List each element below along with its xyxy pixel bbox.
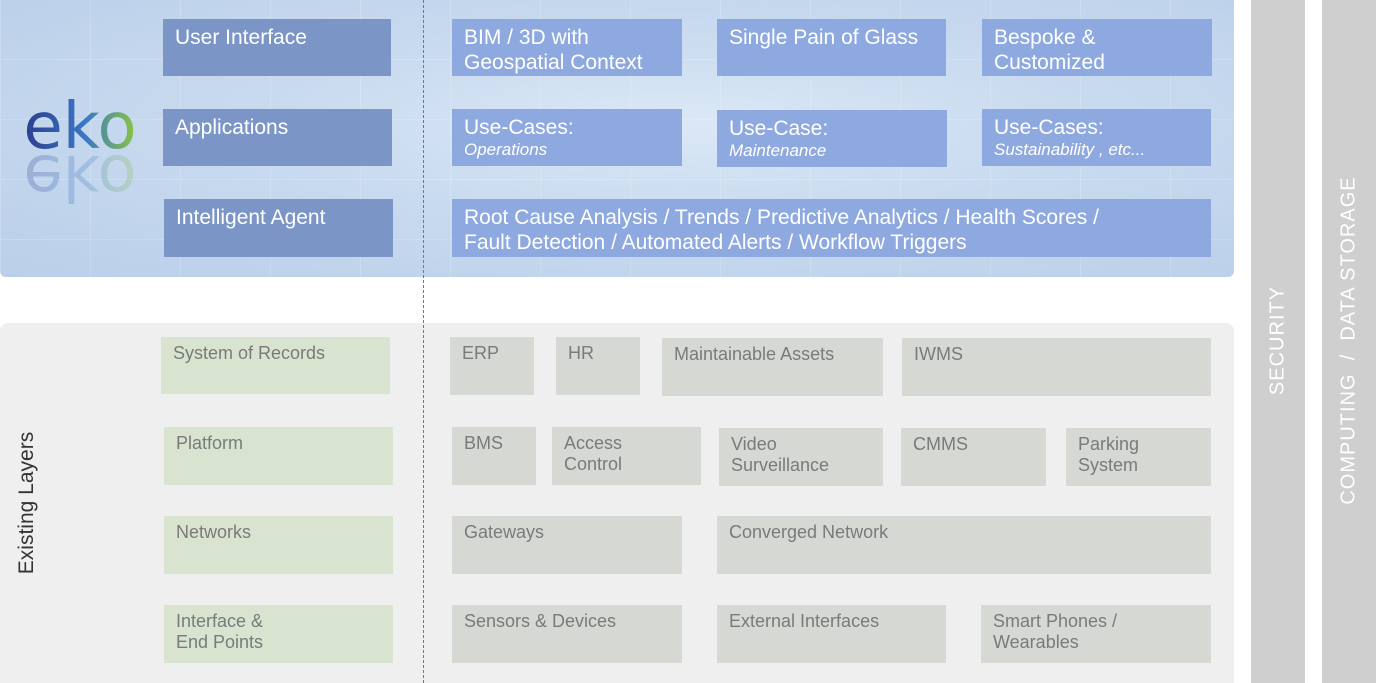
box-label: Platform [176,433,244,453]
maintainable-assets-box: Maintainable Assets [662,338,883,396]
box-line-2: Wearables [993,632,1079,652]
box-label: Maintainable Assets [674,344,835,364]
box-title: Use-Cases: [464,116,574,139]
computing-data-storage-bar: COMPUTING / DATA STORAGE [1322,0,1376,683]
box-title: Use-Case: [729,117,829,140]
box-label: HR [568,343,594,363]
user-interface-box: User Interface [163,19,391,76]
bim-3d-box: BIM / 3D with Geospatial Context [452,19,682,76]
box-label: Intelligent Agent [176,206,326,229]
security-label: SECURITY [1266,285,1289,396]
cmms-box: CMMS [901,428,1046,486]
box-line-2: Surveillance [731,455,830,475]
gateways-box: Gateways [452,516,682,574]
applications-box: Applications [163,109,392,166]
box-line-2: Customized [994,51,1105,74]
use-cases-operations-box: Use-Cases: Operations [452,109,682,166]
box-label: Applications [175,116,289,139]
eko-logo: eko eko [23,90,136,204]
box-line-1: Access [564,433,623,453]
box-line-1: Interface & [176,611,264,631]
box-line-1: Root Cause Analysis / Trends / Predictiv… [464,206,1099,229]
smart-phones-box: Smart Phones / Wearables [981,605,1211,663]
box-label: User Interface [175,26,307,49]
box-line-1: Bespoke & [994,26,1096,49]
video-surveillance-box: Video Surveillance [719,428,883,486]
box-label: Single Pain of Glass [729,26,919,49]
box-line-2: Control [564,454,623,474]
svg-text:eko: eko [23,90,136,164]
box-label: CMMS [913,434,968,454]
box-subtitle: Operations [464,140,548,159]
svg-text:eko: eko [23,140,136,204]
box-line-2: Fault Detection / Automated Alerts / Wor… [464,231,967,254]
box-label: Gateways [464,522,545,542]
computing-storage-label: COMPUTING / DATA STORAGE [1337,176,1360,505]
bms-box: BMS [452,427,536,485]
use-cases-sustainability-box: Use-Cases: Sustainability , etc... [982,109,1211,166]
column-divider [423,0,424,683]
box-label: IWMS [914,344,963,364]
box-label: Networks [176,522,252,542]
box-label: System of Records [173,343,326,363]
box-line-1: Video [731,434,777,454]
networks-box: Networks [164,516,393,574]
box-line-1: Parking [1078,434,1140,454]
box-line-2: Geospatial Context [464,51,643,74]
platform-box: Platform [164,427,393,485]
box-label: ERP [462,343,500,363]
converged-network-box: Converged Network [717,516,1211,574]
sensors-devices-box: Sensors & Devices [452,605,682,663]
box-line-1: BIM / 3D with [464,26,589,49]
access-control-box: Access Control [552,427,701,485]
use-case-maintenance-box: Use-Case: Maintenance [717,110,947,167]
box-title: Use-Cases: [994,116,1104,139]
intelligent-agent-box: Intelligent Agent [164,199,393,257]
box-line-1: Smart Phones / [993,611,1118,631]
interface-end-points-box: Interface & End Points [164,605,393,663]
box-label: BMS [464,433,504,453]
box-subtitle: Sustainability , etc... [994,140,1146,159]
security-bar: SECURITY [1251,0,1305,683]
box-subtitle: Maintenance [729,141,827,160]
box-label: Sensors & Devices [464,611,617,631]
bespoke-box: Bespoke & Customized [982,19,1212,76]
single-pane-box: Single Pain of Glass [717,19,946,76]
box-label: Converged Network [729,522,889,542]
existing-layers-label: Existing Layers [15,431,38,575]
box-line-2: System [1078,455,1139,475]
hr-box: HR [556,337,640,395]
box-label: External Interfaces [729,611,880,631]
analytics-box: Root Cause Analysis / Trends / Predictiv… [452,199,1211,257]
parking-system-box: Parking System [1066,428,1211,486]
external-interfaces-box: External Interfaces [717,605,946,663]
iwms-box: IWMS [902,338,1211,396]
erp-box: ERP [450,337,534,395]
system-of-records-box: System of Records [161,337,390,394]
box-line-2: End Points [176,632,264,652]
